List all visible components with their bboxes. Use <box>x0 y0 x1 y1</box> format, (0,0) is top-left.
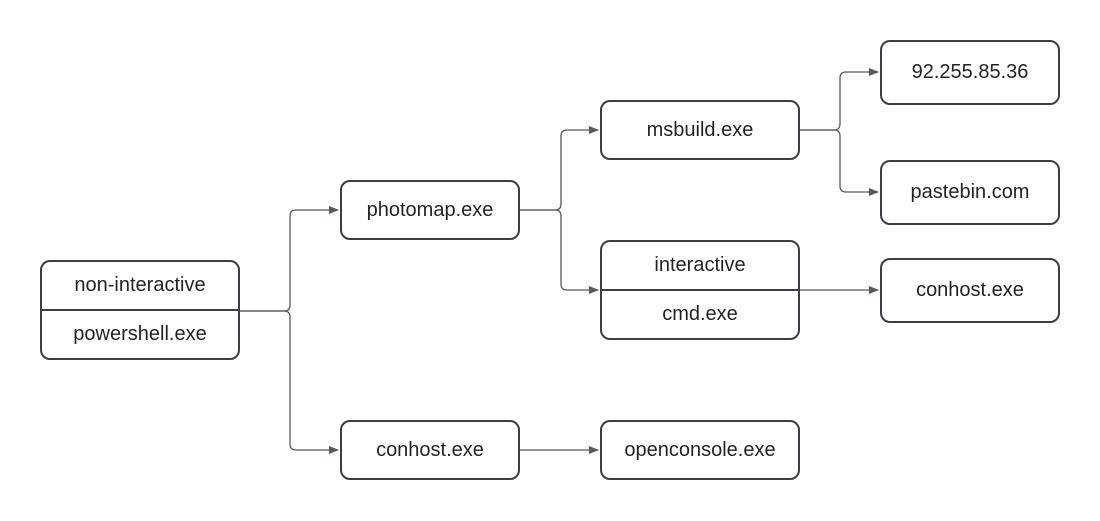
edge-powershell-conhost <box>240 310 339 454</box>
node-powershell: non-interactive powershell.exe <box>40 260 240 360</box>
edge-powershell-photomap <box>240 206 339 312</box>
edge-photomap-cmd <box>520 209 599 294</box>
node-photomap: photomap.exe <box>340 180 520 240</box>
node-ip-address-label: 92.255.85.36 <box>911 61 1029 83</box>
node-cmd-mode-label: interactive <box>602 242 798 291</box>
edge-msbuild-pastebin <box>800 129 879 196</box>
node-pastebin-label: pastebin.com <box>910 181 1030 203</box>
node-ip-address: 92.255.85.36 <box>880 40 1060 105</box>
node-conhost-root: conhost.exe <box>340 420 520 480</box>
node-photomap-label: photomap.exe <box>366 198 494 221</box>
node-conhost-cmd: conhost.exe <box>880 258 1060 323</box>
node-msbuild: msbuild.exe <box>600 100 800 160</box>
node-cmd: interactive cmd.exe <box>600 240 800 340</box>
edge-photomap-msbuild <box>520 126 599 211</box>
node-conhost-cmd-label: conhost.exe <box>916 279 1024 301</box>
node-openconsole-label: openconsole.exe <box>624 438 776 461</box>
node-openconsole: openconsole.exe <box>600 420 800 480</box>
node-msbuild-label: msbuild.exe <box>646 118 754 141</box>
node-cmd-label: cmd.exe <box>662 303 738 325</box>
node-pastebin: pastebin.com <box>880 160 1060 225</box>
edge-msbuild-ip <box>800 68 879 131</box>
node-powershell-label: powershell.exe <box>73 323 207 345</box>
node-powershell-mode-label: non-interactive <box>42 262 238 311</box>
node-conhost-root-label: conhost.exe <box>376 438 484 461</box>
